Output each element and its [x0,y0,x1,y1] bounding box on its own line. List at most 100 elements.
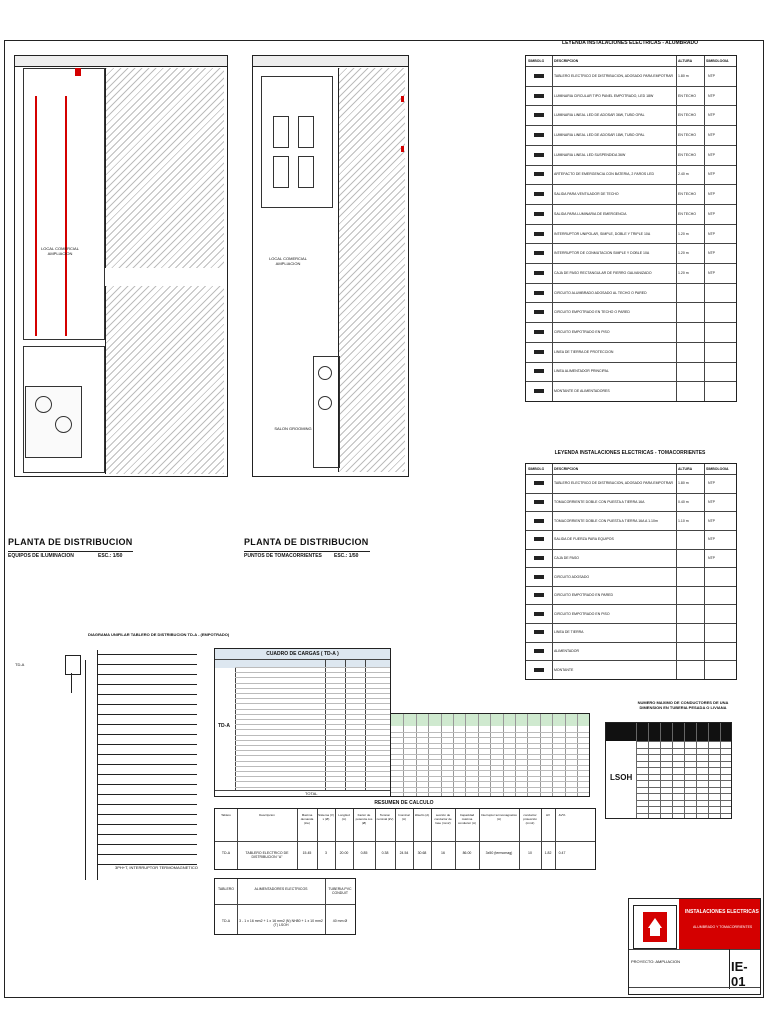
legend-standard: NTP [708,192,715,197]
branch-line [97,844,197,845]
company-name: INSTALACIONES ELECTRICAS [685,909,759,915]
legend-desc: MONTANTE [554,667,574,672]
legend-symbol [534,369,544,374]
legend-standard: NTP [708,481,715,486]
cable-calc-sheet [390,713,590,797]
feeder-value: 3 - 1 x 16 mm2 + 1 x 16 mm2 (N) NH80 + 1… [239,919,323,927]
legend-header: ALTURA [678,467,693,471]
room-label: SALON GROOMING [274,426,312,431]
legend-symbol [534,499,544,504]
branch-line [97,864,197,865]
room-label: LOCAL COMERCIAL AMPLIACION [41,246,79,256]
branch-line [97,704,197,705]
calc-header: Longitud (m) [338,813,350,821]
legend-height: EN TECHO [678,132,697,137]
legend-standard: NTP [708,172,715,177]
legend-desc: MONTANTE DE ALIMENTADORES [554,389,610,394]
feeder-value: 40 mm Ø [332,919,348,923]
legend-standard: NTP [708,555,715,560]
calc-value: 1.82 [544,851,552,855]
legend-symbol [534,667,544,672]
calc-header: conductor protección (mm2) [523,813,537,825]
legend-symbol [534,73,544,78]
legend-symbol [534,211,544,216]
legend-desc: TOMACORRIENTE DOBLE CON PUESTA A TIERRA … [554,518,658,523]
legend-height: 0.40 m [678,499,689,504]
legend-desc: INTERRUPTOR DE CONMUTACION SIMPLE Y DOBL… [554,251,650,256]
legend-symbol [534,310,544,315]
luminaire-line [65,96,67,336]
load-table: CUADRO DE CARGAS ( TD-A ) TD-A TOTAL [214,648,391,797]
load-table-total: TOTAL [305,791,318,796]
legend-desc: CAJA DE PASO [554,555,580,560]
legend-standard: NTP [708,499,715,504]
feeder-header: ALIMENTADORES ELECTRICOS [254,887,308,891]
calc-value: 16 [441,851,445,855]
calc-header: Maxima demanda (kw) [300,813,314,825]
legend-height: 1.10 m [678,518,689,523]
calc-header: Interruptor termomagnetico (A) [480,813,518,821]
cable-table-title: NUMERO MAXIMO DE CONDUCTORES DE UNA DIME… [637,700,729,710]
legend-desc: LUMINARIA LINEAL LED SUSPENDIDA 36W [554,152,626,157]
legend-symbol [534,270,544,275]
branch-line [97,664,197,665]
legend-desc: CIRCUITO ADOSADO [554,574,590,579]
legend-symbol [534,113,544,118]
legend-symbol [534,132,544,137]
legend-standard: NTP [708,73,715,78]
unifilar-diagram: TD-A 3PH+T, INTERRUPTOR TERMOMAGNETICO [15,640,205,890]
legend-standard: NTP [708,537,715,542]
legend-symbol [534,389,544,394]
drawing-sheet [4,40,764,998]
branch-line [97,814,197,815]
calc-header: Tablero [221,813,231,817]
cable-type: LSOH [610,773,633,782]
legend-desc: SALIDA PARA LUMINARIA DE EMERGENCIA [554,211,627,216]
legend-header: DESCRIPCION [554,59,579,63]
legend-symbol [534,330,544,335]
calc-value: 0.38 [381,851,389,855]
calc-header: Descripcion [259,813,275,817]
legend-height: EN TECHO [678,192,697,197]
legend-header: SIMBOLO [528,467,545,471]
legend-height: 2.40 m [678,172,689,177]
legend-header: SIMBOLOGIA [706,467,729,471]
legend-symbol [534,537,544,542]
branch-line [97,694,197,695]
legend-header: ALTURA [678,59,693,63]
legend-symbol [534,192,544,197]
legend-symbol [534,649,544,654]
legend-symbol [534,481,544,486]
branch-line [97,794,197,795]
legend-height: EN TECHO [678,211,697,216]
legend-desc: LINEA DE TIERRA [554,630,584,635]
plan-subtitle-left: EQUIPOS DE ILUMINACION [8,553,74,559]
room-label: LOCAL COMERCIAL AMPLIACION [269,256,307,266]
unifilar-title: DIAGRAMA UNIFILAR TABLERO DE DISTRIBUCIO… [88,632,230,637]
legend-symbol [534,290,544,295]
branch-line [97,674,197,675]
calc-header: ΔV% [558,813,566,817]
legend-desc: CIRCUITO EMPOTRADO EN PISO [554,611,610,616]
branch-line [97,804,197,805]
legend-header: SIMBOLO [528,59,545,63]
plan-outlets: LOCAL COMERCIAL AMPLIACION SALON GROOMIN… [252,55,409,477]
legend-desc: TOMACORRIENTE DOBLE CON PUESTA A TIERRA … [554,499,645,504]
branch-line [97,734,197,735]
company-logo [633,905,677,949]
legend-desc: LUMINARIA LINEAL LED DE ADOSAR 18W, TUBO… [554,132,645,137]
legend-symbol [534,93,544,98]
plan-subtitle-right: PUNTOS DE TOMACORRIENTES [244,553,322,559]
calc-value: TABLERO ELECTRICO DE DISTRIBUCION "A" [245,851,289,859]
legend-symbol [534,574,544,579]
legend-height: 1.80 m [678,73,689,78]
project-name: PROYECTO: AMPLIACION [631,959,681,964]
calc-value: 15.45 [302,851,312,855]
legend-header: SIMBOLOGIA [706,59,729,63]
legend-symbol [534,593,544,598]
legend-desc: INTERRUPTOR UNIPOLAR, SIMPLE, DOBLE Y TR… [554,231,651,236]
feeder-value: TD-A [221,919,231,923]
legend-desc: CIRCUITO EMPOTRADO EN TECHO O PARED [554,310,630,315]
